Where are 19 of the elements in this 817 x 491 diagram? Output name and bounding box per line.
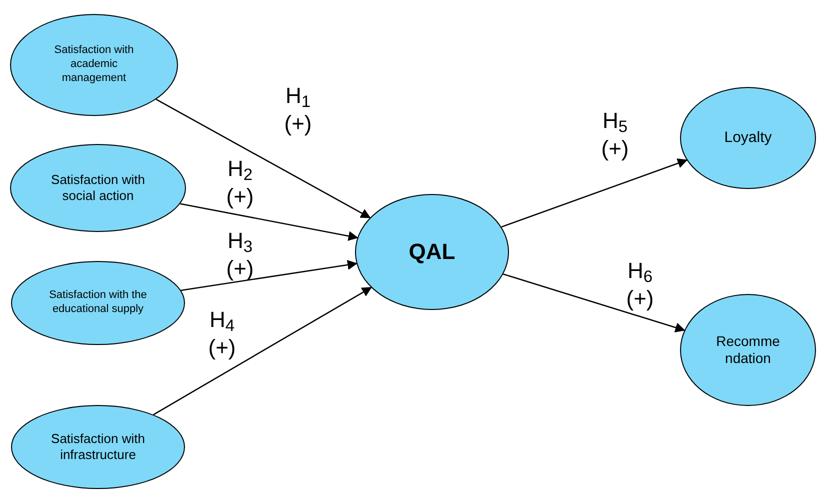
arrow xyxy=(503,273,686,332)
node-label: Satisfaction with infrastructure xyxy=(50,430,146,464)
arrow xyxy=(156,98,371,218)
edge-label: H$_{6}$ (+) xyxy=(625,257,655,313)
node-label: Satisfaction with social action xyxy=(50,172,146,204)
arrow xyxy=(180,260,358,291)
edge-label: H$_{4}$ (+) xyxy=(207,306,237,362)
arrow xyxy=(180,203,358,241)
edge-label: H$_{2}$ (+) xyxy=(225,155,255,211)
node-label: Loyalty xyxy=(723,128,773,148)
arrow xyxy=(153,286,372,416)
node-label: Satisfaction with the educational supply xyxy=(48,289,148,317)
node-label: Recomme ndation xyxy=(715,332,781,368)
edge-label: H$_{1}$ (+) xyxy=(283,82,313,138)
node-label: QAL xyxy=(408,238,456,266)
edge-label: H$_{3}$ (+) xyxy=(225,227,255,283)
node-label: Satisfaction with academic management xyxy=(53,44,135,86)
edge-label: H$_{5}$ (+) xyxy=(600,107,630,163)
arrow xyxy=(501,158,688,228)
